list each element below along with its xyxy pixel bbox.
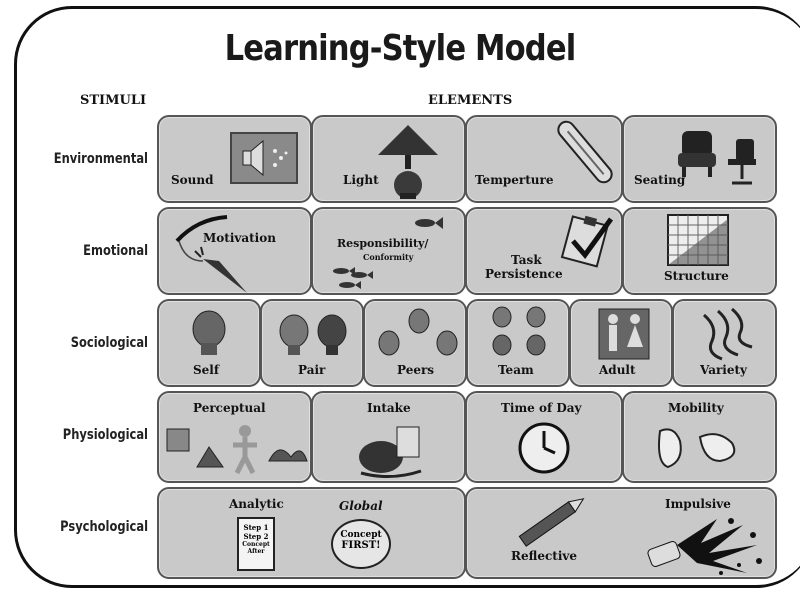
cell-label-mobility: Mobility	[668, 401, 724, 415]
cell-label-motivation: Motivation	[203, 231, 276, 245]
first-text: FIRST!	[341, 540, 381, 551]
thermometer-icon	[557, 120, 613, 184]
adults-icon	[598, 308, 650, 360]
cell-self: Self	[157, 299, 261, 387]
cell-adult: Adult	[569, 299, 673, 387]
cell-reflective-impulsive: Reflective Impulsive	[465, 487, 777, 579]
cell-team: Team	[466, 299, 570, 387]
elements-header: ELEMENTS	[428, 93, 513, 108]
grid-chart-icon	[667, 214, 729, 266]
concept-after-text: Concept After	[242, 541, 270, 555]
cell-label-analytic: Analytic	[229, 497, 284, 511]
cell-peers: Peers	[363, 299, 467, 387]
concept-first-sign: Concept FIRST!	[331, 519, 391, 569]
cell-analytic-global: Analytic Global Step 1 Step 2 Concept Af…	[157, 487, 466, 579]
row-label-physiological: Physiological	[62, 427, 148, 443]
cell-label-responsibility: Responsibility/	[337, 237, 429, 250]
footprints-icon	[658, 428, 736, 469]
cell-timeofday: Time of Day	[465, 391, 623, 483]
pencil-icon	[518, 498, 585, 547]
cell-label-persistence: Persistence	[485, 267, 563, 281]
cell-variety: Variety	[672, 299, 777, 387]
cell-label-self: Self	[193, 363, 220, 377]
clock-icon	[518, 422, 570, 474]
cell-label-temperature: Temperture	[475, 173, 554, 187]
cell-label-peers: Peers	[397, 363, 435, 377]
carrot-stick-icon	[175, 215, 247, 293]
cell-label-task: Task	[511, 253, 542, 267]
row-label-environmental: Environmental	[53, 151, 148, 167]
stimuli-header: STIMULI	[80, 93, 147, 108]
cell-structure: Structure	[622, 207, 777, 295]
lamp-icon	[378, 125, 438, 199]
speaker-icon	[230, 132, 298, 184]
cell-label-pair: Pair	[298, 363, 326, 377]
cell-label-structure: Structure	[664, 269, 729, 283]
row-label-sociological: Sociological	[70, 335, 148, 351]
cell-responsibility: Responsibility/ Conformity	[311, 207, 466, 295]
cell-mobility: Mobility	[622, 391, 777, 483]
head-icon	[192, 310, 226, 355]
cell-light: Light	[311, 115, 466, 203]
cell-label-global: Global	[339, 499, 383, 513]
cell-label-adult: Adult	[599, 363, 636, 377]
page-title: Learning-Style Model	[224, 28, 577, 69]
steps-sign: Step 1 Step 2 Concept After	[237, 517, 275, 571]
concept-text: Concept	[340, 530, 382, 540]
cell-intake: Intake	[311, 391, 466, 483]
cell-pair: Pair	[260, 299, 364, 387]
cell-label-seating: Seating	[634, 173, 686, 187]
step1-text: Step 1	[243, 523, 269, 532]
cell-label-intake: Intake	[367, 401, 411, 415]
cell-temperature: Temperture	[465, 115, 623, 203]
cell-task-persistence: Task Persistence	[465, 207, 623, 295]
senses-icon	[166, 425, 308, 475]
three-heads-icon	[378, 308, 458, 356]
cell-perceptual: Perceptual	[157, 391, 312, 483]
row-label-psychological: Psychological	[60, 519, 148, 535]
variety-arrows-icon	[702, 307, 753, 361]
cell-label-perceptual: Perceptual	[193, 401, 266, 415]
cell-label-impulsive: Impulsive	[665, 497, 731, 511]
cell-seating: Seating	[622, 115, 777, 203]
chairs-icon	[678, 131, 756, 185]
cell-label-conformity: Conformity	[363, 252, 414, 262]
cell-label-reflective: Reflective	[511, 549, 577, 563]
cell-motivation: Motivation	[157, 207, 312, 295]
two-heads-icon	[279, 314, 347, 355]
cell-label-variety: Variety	[700, 363, 748, 377]
step2-text: Step 2	[243, 532, 269, 541]
fish-icon	[333, 217, 443, 289]
cell-label-light: Light	[343, 173, 379, 187]
cell-label-team: Team	[498, 363, 534, 377]
cell-label-timeofday: Time of Day	[501, 401, 582, 415]
rounded-frame	[14, 6, 800, 588]
row-label-emotional: Emotional	[83, 243, 148, 259]
splash-icon	[647, 518, 762, 575]
cell-label-sound: Sound	[171, 173, 214, 187]
food-icon	[359, 426, 422, 478]
checklist-icon	[560, 215, 614, 268]
cell-sound: Sound	[157, 115, 312, 203]
team-heads-icon	[492, 306, 546, 356]
